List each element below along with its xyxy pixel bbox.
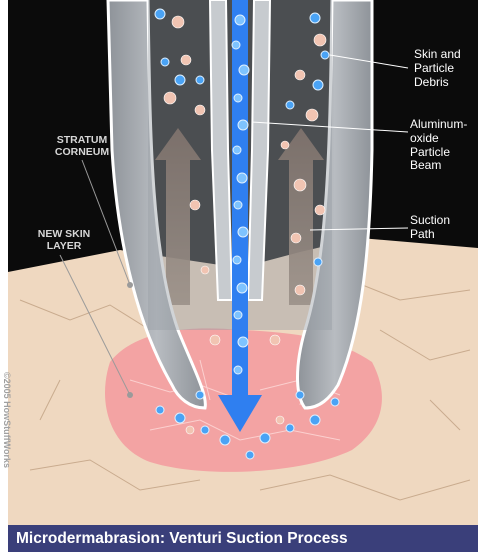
label-new-skin-layer: NEW SKIN LAYER: [20, 228, 108, 252]
label-line: Particle: [410, 146, 467, 160]
label-line: Particle: [414, 62, 461, 76]
label-line: Path: [410, 228, 450, 242]
label-skin-particle-debris: Skin and Particle Debris: [414, 48, 461, 89]
leader-dot-stratum: [127, 282, 133, 288]
label-line: Suction: [410, 214, 450, 228]
leader-dot-new-skin: [127, 392, 133, 398]
label-line: Skin and: [414, 48, 461, 62]
label-line: LAYER: [20, 240, 108, 252]
label-aluminum-oxide-beam: Aluminum- oxide Particle Beam: [410, 118, 467, 173]
label-line: NEW SKIN: [20, 228, 108, 240]
label-line: Aluminum-: [410, 118, 467, 132]
label-line: Debris: [414, 76, 461, 90]
label-line: oxide: [410, 132, 467, 146]
label-suction-path: Suction Path: [410, 214, 450, 242]
caption-bar: Microdermabrasion: Venturi Suction Proce…: [8, 525, 478, 552]
copyright-notice: ©2005 HowStuffWorks: [0, 372, 12, 522]
label-line: STRATUM: [36, 134, 128, 146]
label-line: CORNEUM: [36, 146, 128, 158]
label-stratum-corneum: STRATUM CORNEUM: [36, 134, 128, 158]
label-line: Beam: [410, 159, 467, 173]
caption-title: Microdermabrasion: Venturi Suction Proce…: [16, 530, 348, 548]
